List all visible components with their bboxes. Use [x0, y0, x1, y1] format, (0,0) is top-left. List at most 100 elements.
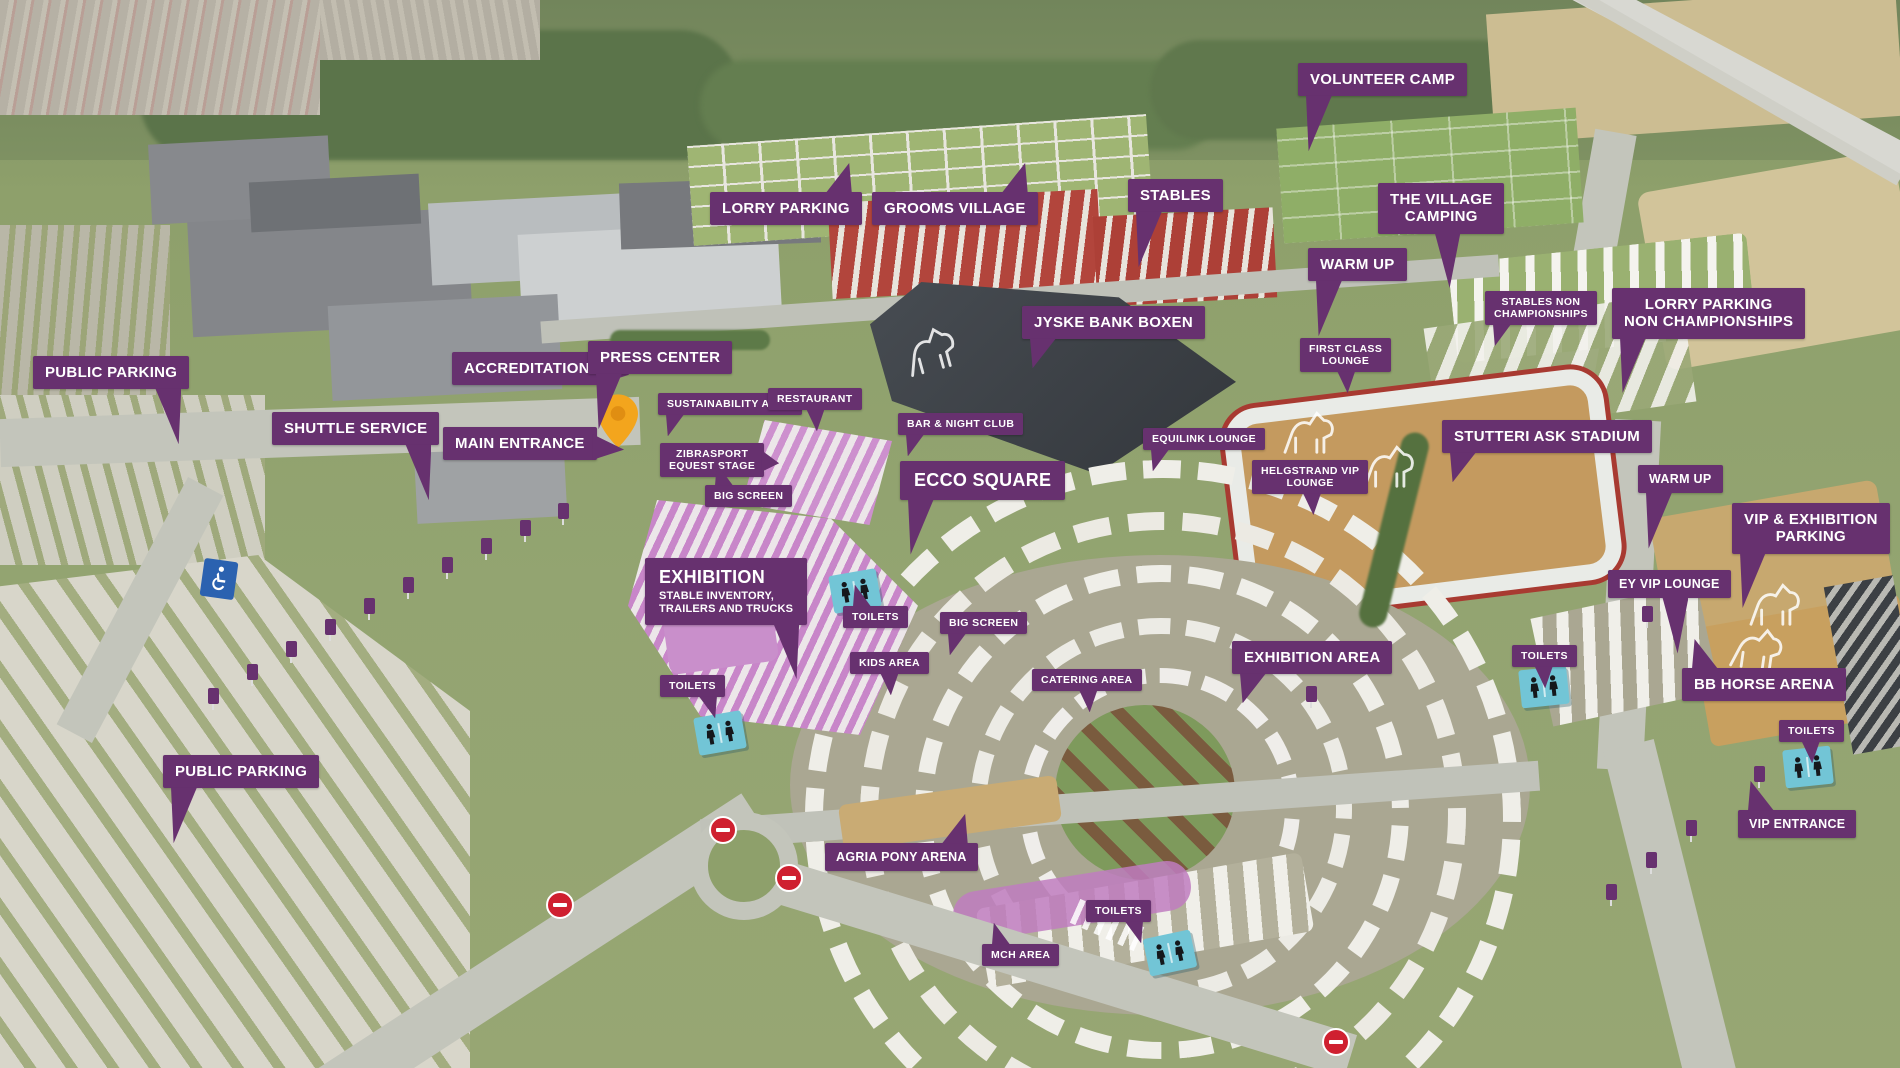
- no-entry-icon: [1322, 1028, 1350, 1056]
- wayfinding-flag-icon: [1606, 884, 1617, 906]
- label-pointer: [666, 414, 684, 437]
- accessible-parking-icon: [199, 557, 239, 601]
- label-text: EXHIBITION AREA: [1244, 649, 1381, 666]
- label-text: ACCREDITATION: [464, 360, 590, 377]
- label-text: SHUTTLE SERVICE: [284, 420, 428, 437]
- label-text: GROOMS VILLAGE: [884, 200, 1026, 217]
- wayfinding-flag-icon: [1686, 820, 1697, 842]
- map-label-ey-vip-lounge: EY VIP LOUNGE: [1608, 570, 1731, 654]
- label-text: HELGSTRAND VIP LOUNGE: [1261, 465, 1360, 490]
- label-text: MCH AREA: [991, 949, 1051, 961]
- map-label-stables: STABLES: [1128, 179, 1223, 268]
- wayfinding-flag-icon: [1754, 766, 1765, 788]
- map-label-catering-area: CATERING AREA: [1032, 669, 1142, 713]
- map-label-stables-non-championships: STABLES NON CHAMPIONSHIPS: [1485, 291, 1597, 347]
- horse-outline-icon: [1721, 620, 1791, 679]
- label-text: BB HORSE ARENA: [1694, 676, 1835, 693]
- wayfinding-flag-icon: [286, 641, 297, 663]
- label-subtext: STABLE INVENTORY, TRAILERS AND TRUCKS: [659, 589, 794, 615]
- label-text: BIG SCREEN: [949, 617, 1019, 629]
- map-label-main-entrance: MAIN ENTRANCE: [443, 427, 625, 461]
- map-label-toilets-south: TOILETS: [1086, 900, 1151, 944]
- map-label-shuttle-service: SHUTTLE SERVICE: [272, 412, 440, 501]
- map-label-agria-pony-arena: AGRIA PONY ARENA: [825, 813, 978, 872]
- label-text: MAIN ENTRANCE: [455, 435, 585, 452]
- map-label-toilets-east: TOILETS: [1512, 645, 1577, 689]
- toilet-cabin-icon: [693, 710, 747, 756]
- map-label-grooms-village: GROOMS VILLAGE: [872, 163, 1038, 226]
- label-pointer: [906, 434, 924, 457]
- map-label-vip-exhibition-parking: VIP & EXHIBITION PARKING: [1732, 503, 1890, 608]
- map-label-lorry-parking-non-championships: LORRY PARKING NON CHAMPIONSHIPS: [1612, 288, 1806, 393]
- wayfinding-flag-icon: [558, 503, 569, 525]
- horse-outline-icon: [1356, 442, 1420, 493]
- toilet-cabin-icon: [1518, 665, 1570, 709]
- map-label-warm-up-east: WARM UP: [1638, 465, 1723, 549]
- wayfinding-flag-icon: [325, 619, 336, 641]
- town: [320, 0, 540, 60]
- exhibition-hall: [248, 173, 422, 233]
- parking-southwest: [0, 555, 470, 1068]
- map-label-kids-area: KIDS AREA: [850, 652, 929, 696]
- wayfinding-flag-icon: [520, 520, 531, 542]
- map-label-zibrasport-equest-stage: ZIBRASPORT EQUEST STAGE: [660, 443, 780, 478]
- label-text: STABLES: [1140, 187, 1211, 204]
- town: [0, 0, 320, 115]
- label-text: ZIBRASPORT EQUEST STAGE: [669, 448, 756, 473]
- wayfinding-flag-icon: [1306, 686, 1317, 708]
- label-pointer: [1316, 280, 1342, 337]
- no-entry-icon: [709, 816, 737, 844]
- label-text: EQUILINK LOUNGE: [1152, 433, 1257, 445]
- wayfinding-flag-icon: [247, 664, 258, 686]
- main-entrance-pin-icon: [598, 394, 638, 448]
- toilet-cabin-icon: [828, 568, 882, 614]
- map-label-public-parking-south: PUBLIC PARKING: [163, 755, 320, 844]
- label-text: KIDS AREA: [859, 657, 920, 669]
- label-text: ECCO SQUARE: [914, 470, 1052, 490]
- label-text: RESTAURANT: [777, 393, 853, 405]
- wayfinding-flag-icon: [1642, 606, 1653, 628]
- map-label-exhibition-area: EXHIBITION AREA: [1232, 641, 1393, 704]
- label-text: LORRY PARKING: [722, 200, 850, 217]
- map-label-toilets-far-east: TOILETS: [1779, 720, 1844, 764]
- no-entry-icon: [775, 864, 803, 892]
- label-text: EXHIBITION: [659, 567, 766, 587]
- label-text: AGRIA PONY ARENA: [836, 850, 967, 864]
- map-label-vip-entrance: VIP ENTRANCE: [1738, 780, 1857, 839]
- label-text: STUTTERI ASK STADIUM: [1454, 428, 1640, 445]
- map-label-toilets-west: TOILETS: [660, 675, 725, 719]
- wayfinding-flag-icon: [1646, 852, 1657, 874]
- label-text: BIG SCREEN: [714, 490, 784, 502]
- wayfinding-flag-icon: [208, 688, 219, 710]
- map-label-bb-horse-arena: BB HORSE ARENA: [1682, 639, 1847, 702]
- label-text: PRESS CENTER: [600, 349, 721, 366]
- map-label-mch-area: MCH AREA: [982, 922, 1060, 967]
- label-text: TOILETS: [1095, 905, 1142, 917]
- toilet-cabin-icon: [1142, 929, 1198, 977]
- map-label-equilink-lounge: EQUILINK LOUNGE: [1143, 428, 1266, 472]
- label-text: STABLES NON CHAMPIONSHIPS: [1494, 296, 1588, 321]
- map-label-helgstrand-vip-lounge: HELGSTRAND VIP LOUNGE: [1252, 460, 1369, 516]
- map-label-stutteri-ask-stadium: STUTTERI ASK STADIUM: [1442, 420, 1652, 483]
- map-label-lorry-parking: LORRY PARKING: [710, 163, 862, 226]
- map-label-volunteer-camp: VOLUNTEER CAMP: [1298, 63, 1468, 152]
- map-label-press-center: PRESS CENTER: [588, 341, 733, 430]
- map-label-toilets-plaza: TOILETS: [843, 584, 908, 629]
- label-text: TOILETS: [669, 680, 716, 692]
- label-text: CATERING AREA: [1041, 674, 1133, 686]
- map-label-jyske-bank-boxen: JYSKE BANK BOXEN: [1022, 306, 1205, 369]
- label-text: PUBLIC PARKING: [175, 763, 308, 780]
- label-text: TOILETS: [1521, 650, 1568, 662]
- map-label-accreditation: ACCREDITATION: [452, 352, 630, 386]
- label-pointer: [1337, 371, 1356, 394]
- label-text: VIP & EXHIBITION PARKING: [1744, 511, 1878, 546]
- label-text: TOILETS: [1788, 725, 1835, 737]
- label-text: BAR & NIGHT CLUB: [907, 418, 1015, 430]
- horse-outline-icon: [1742, 580, 1806, 631]
- label-text: WARM UP: [1649, 472, 1712, 486]
- map-label-big-screen-center: BIG SCREEN: [940, 612, 1028, 656]
- label-text: VIP ENTRANCE: [1749, 817, 1846, 831]
- map-label-warm-up-north: WARM UP: [1308, 248, 1407, 337]
